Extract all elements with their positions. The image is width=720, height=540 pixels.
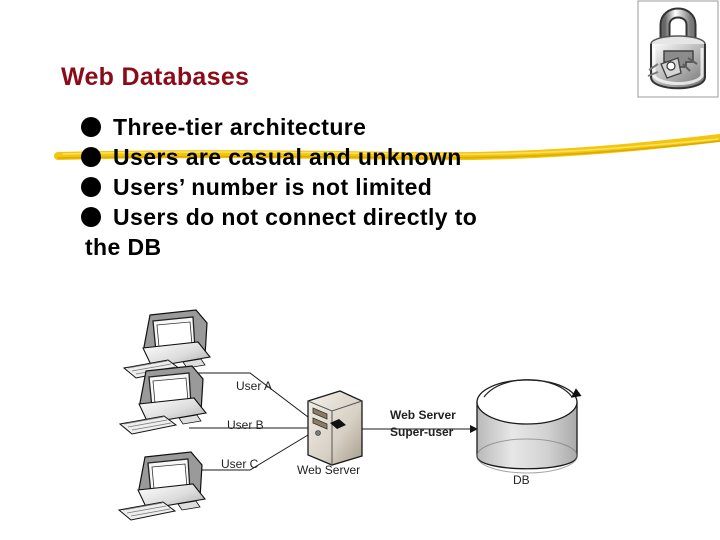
bullet-icon: [81, 147, 101, 167]
user-c-connection: [189, 434, 309, 471]
user-c-label: User C: [221, 457, 259, 471]
three-tier-architecture-diagram: User A User B User C Web Server Web Serv…: [104, 305, 604, 540]
architecture-diagram-svg: User A User B User C Web Server Web Serv…: [117, 309, 582, 521]
bullet-icon: [81, 207, 101, 227]
bullet-list: Three-tier architecture Users are casual…: [81, 112, 645, 262]
desktop-computer-icon: [118, 365, 208, 435]
database-cylinder-icon: [476, 379, 582, 474]
lock-icon: [637, 0, 719, 98]
server-tower-icon: [307, 390, 363, 466]
bullet-item-three-tier: Three-tier architecture: [81, 112, 645, 142]
web-server-superuser-label-line-1: Web Server: [390, 408, 456, 422]
bullet-icon: [81, 117, 101, 137]
desktop-computer-icon: [122, 309, 212, 379]
desktop-computer-icon: [117, 451, 207, 521]
slide-title: Web Databases: [61, 63, 250, 91]
web-server-superuser-label-line-2: Super-user: [390, 425, 454, 439]
bullet-continuation: the DB: [85, 232, 645, 262]
bullet-continuation-text: the DB: [85, 234, 162, 260]
title-underline-highlight: [54, 134, 720, 161]
database-label: DB: [513, 473, 530, 487]
user-b-label: User B: [227, 418, 264, 432]
bullet-item-user-number: Users’ number is not limited: [81, 172, 645, 202]
bullet-text: Users do not connect directly to: [113, 204, 478, 230]
bullet-text: Users’ number is not limited: [113, 174, 433, 200]
bullet-item-direct-connection: Users do not connect directly to: [81, 202, 645, 232]
user-a-label: User A: [236, 379, 272, 393]
web-server-label: Web Server: [297, 463, 360, 477]
bullet-text: Three-tier architecture: [113, 114, 367, 140]
user-a-connection: [189, 372, 309, 418]
bullet-text: Users are casual and unknown: [113, 144, 462, 170]
bullet-item-casual-users: Users are casual and unknown: [81, 142, 645, 172]
bullet-icon: [81, 177, 101, 197]
connection-lines: [189, 372, 478, 471]
